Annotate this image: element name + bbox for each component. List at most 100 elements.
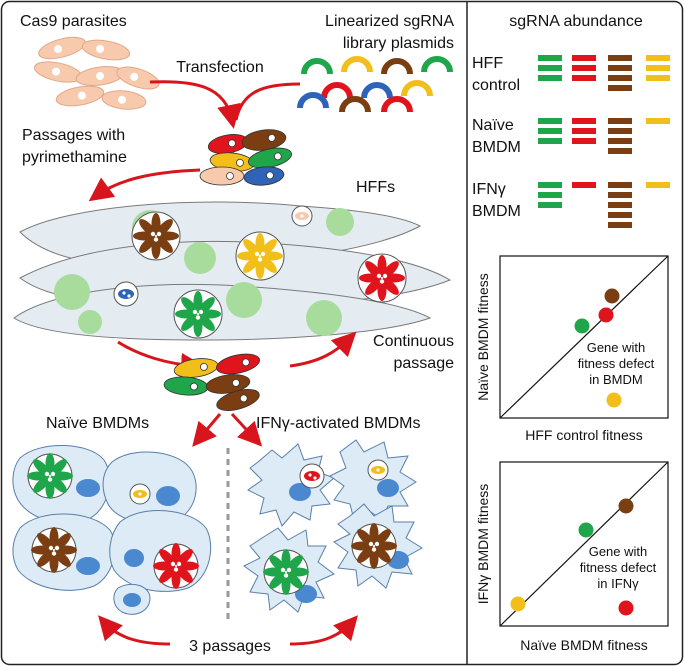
- transfected-parasite-cluster: [199, 129, 293, 186]
- plot1-annotation-2: fitness defect: [578, 356, 655, 371]
- plot1-point-yellow: [606, 392, 622, 408]
- plot2-point-brown: [618, 498, 634, 514]
- arrow-pool-to-hff: [289, 331, 357, 368]
- arrow-from-cas9: [149, 80, 241, 129]
- passages-label-2: pyrimethamine: [22, 149, 127, 166]
- sgrna-abundance-bars: [538, 55, 670, 228]
- abundance-bar-row2-green-2: [538, 202, 562, 208]
- hff-vacuole-brown: [131, 211, 181, 261]
- ifn-vacuole-brown: [351, 523, 397, 569]
- arrow-from-library: [234, 82, 301, 121]
- fitness-plot-hff-vs-naive: Gene with fitness defect in BMDM Naïve B…: [475, 255, 669, 443]
- continuous-label-1: Continuous: [373, 333, 454, 350]
- plot2-diagonal: [499, 461, 669, 627]
- plot1-annotation-1: Gene with: [587, 340, 646, 355]
- ifn-bmdms-label: IFNγ-activated BMDMs: [256, 415, 420, 432]
- abundance-bar-row2-brown-2: [608, 202, 632, 208]
- plot1-point-green: [574, 318, 590, 334]
- arrow-to-naive: [192, 413, 222, 447]
- abundance-bar-row1-brown-0: [608, 118, 632, 124]
- row-hff-label-1: HFF: [472, 55, 503, 72]
- abundance-bar-row0-brown-2: [608, 75, 632, 81]
- plot2-point-yellow: [510, 596, 526, 612]
- sgrna-plasmid-arcs: [297, 56, 453, 113]
- fitness-plot-naive-vs-ifn: Gene with fitness defect in IFNγ IFNγ BM…: [475, 461, 669, 653]
- cas9-parasite-cluster: [33, 36, 160, 110]
- abundance-bar-row1-green-0: [538, 118, 562, 124]
- ifn-vacuole-green: [263, 549, 309, 595]
- row-hff-label-2: control: [472, 77, 520, 94]
- abundance-bar-row2-brown-0: [608, 182, 632, 188]
- abundance-bar-row1-brown-2: [608, 138, 632, 144]
- abundance-bar-row0-green-2: [538, 75, 562, 81]
- abundance-bar-row0-red-1: [572, 65, 596, 71]
- abundance-bar-row1-red-2: [572, 138, 596, 144]
- abundance-bar-row0-yellow-2: [646, 75, 670, 81]
- abundance-bar-row0-yellow-0: [646, 55, 670, 61]
- abundance-bar-row2-brown-4: [608, 222, 632, 228]
- library-label-1: Linearized sgRNA: [325, 13, 454, 30]
- row-naive-label-2: BMDM: [472, 139, 521, 156]
- abundance-bar-row2-red-0: [572, 182, 596, 188]
- hff-vacuole-yellow: [235, 231, 285, 281]
- plot1-diagonal: [499, 255, 669, 419]
- abundance-bar-row1-red-0: [572, 118, 596, 124]
- plot2-annotation-1: Gene with: [589, 544, 648, 559]
- abundance-bar-row0-brown-0: [608, 55, 632, 61]
- plot1-ylabel: Naïve BMDM fitness: [475, 273, 491, 401]
- transfection-label: Transfection: [176, 59, 263, 76]
- naive-bmdms-label: Naïve BMDMs: [46, 415, 149, 432]
- ifn-vacuole-red: [299, 463, 325, 489]
- hff-vacuole-peach: [291, 205, 313, 227]
- passaged-parasite-pool: [163, 353, 261, 411]
- naive-vacuole-green: [27, 453, 73, 499]
- plot2-point-red: [618, 600, 634, 616]
- row-ifn-label-2: BMDM: [472, 203, 521, 220]
- arrow-ifn-passage: [289, 615, 358, 646]
- abundance-bar-row0-brown-1: [608, 65, 632, 71]
- cas9-label: Cas9 parasites: [20, 13, 127, 30]
- plot2-point-green: [578, 522, 594, 538]
- hffs-label: HFFs: [356, 179, 395, 196]
- abundance-bar-row1-brown-3: [608, 148, 632, 154]
- abundance-bar-row0-yellow-1: [646, 65, 670, 71]
- arrow-to-ifn: [230, 412, 263, 447]
- arrow-to-hffs: [88, 168, 201, 202]
- naive-vacuole-red: [153, 543, 199, 589]
- plot1-point-red: [598, 307, 614, 323]
- passages-label-1: Passages with: [22, 127, 125, 144]
- abundance-bar-row0-red-2: [572, 75, 596, 81]
- plot2-xlabel: Naïve BMDM fitness: [520, 637, 648, 653]
- abundance-bar-row1-yellow-0: [646, 118, 670, 124]
- hff-vacuole-green: [173, 289, 223, 339]
- abundance-bar-row1-red-1: [572, 128, 596, 134]
- abundance-bar-row0-brown-3: [608, 85, 632, 91]
- abundance-bar-row1-green-1: [538, 128, 562, 134]
- naive-vacuole-brown: [31, 527, 77, 573]
- hff-vacuole-red: [357, 253, 407, 303]
- library-label-2: library plasmids: [343, 35, 454, 52]
- continuous-label-2: passage: [394, 355, 455, 372]
- abundance-bar-row2-yellow-0: [646, 182, 670, 188]
- abundance-bar-row1-brown-1: [608, 128, 632, 134]
- three-passages-label: 3 passages: [189, 638, 271, 655]
- row-ifn-label-1: IFNγ: [472, 181, 506, 198]
- naive-bmdm-nuclei: [76, 479, 180, 607]
- abundance-bar-row2-brown-3: [608, 212, 632, 218]
- ifn-vacuole-yellow: [367, 459, 389, 481]
- plot2-annotation-2: fitness defect: [580, 560, 657, 575]
- plot2-annotation-3: in IFNγ: [597, 576, 639, 591]
- row-naive-label-1: Naïve: [472, 117, 514, 134]
- abundance-bar-row0-green-0: [538, 55, 562, 61]
- abundance-bar-row1-green-2: [538, 138, 562, 144]
- plot1-xlabel: HFF control fitness: [525, 427, 642, 443]
- abundance-bar-row2-brown-1: [608, 192, 632, 198]
- hff-vacuole-blue: [113, 281, 139, 307]
- abundance-bar-row0-red-0: [572, 55, 596, 61]
- abundance-bar-row2-green-0: [538, 182, 562, 188]
- plot1-annotation-3: in BMDM: [589, 372, 642, 387]
- plot2-ylabel: IFNγ BMDM fitness: [475, 484, 491, 605]
- abundance-title: sgRNA abundance: [509, 13, 643, 30]
